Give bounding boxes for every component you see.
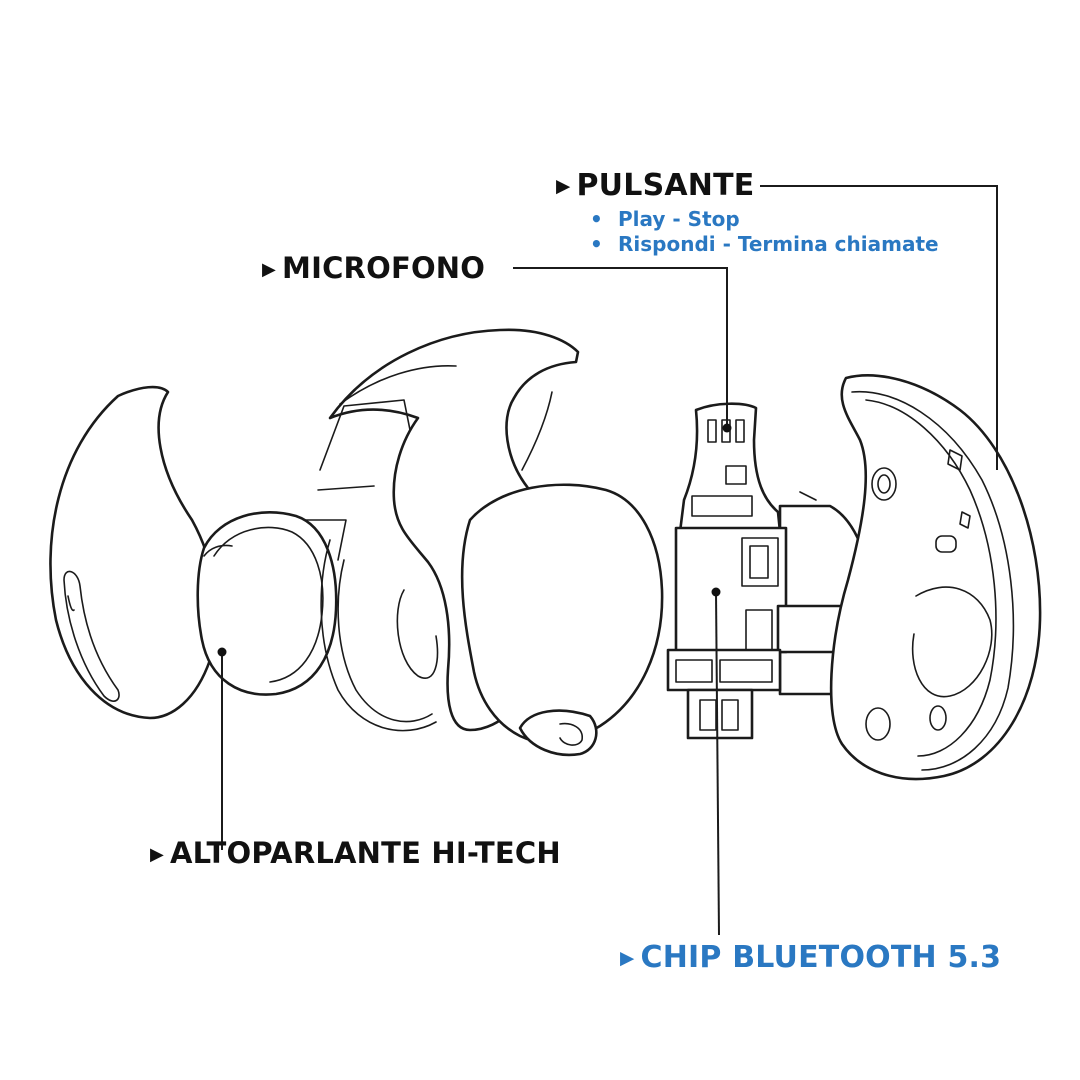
- label-pulsante-text: PULSANTE: [576, 168, 755, 203]
- leader-lines: [217, 185, 998, 936]
- label-altoparlante-text: ALTOPARLANTE HI-TECH: [170, 836, 561, 870]
- label-chip-bluetooth: ▶CHIP BLUETOOTH 5.3: [620, 940, 1001, 975]
- leader-chip-dot: [711, 587, 721, 597]
- label-microfono: ▶MICROFONO: [262, 251, 485, 285]
- label-altoparlante: ▶ALTOPARLANTE HI-TECH: [150, 836, 561, 870]
- label-chip-text: CHIP BLUETOOTH 5.3: [640, 940, 1002, 975]
- triangle-right-icon: ▶: [556, 175, 571, 197]
- triangle-right-icon: ▶: [262, 258, 277, 280]
- leader-microfono-dot: [722, 423, 732, 433]
- button-shell-part: [829, 374, 1042, 781]
- pulsante-feature-calls: Rispondi - Termina chiamate: [618, 232, 939, 256]
- list-item: Play - Stop: [590, 207, 939, 232]
- label-pulsante: ▶PULSANTE: [556, 168, 754, 203]
- triangle-right-icon: ▶: [620, 947, 635, 969]
- triangle-right-icon: ▶: [150, 843, 165, 865]
- earhook-shell-part: [305, 328, 664, 757]
- leader-pulsante: [760, 185, 998, 470]
- speaker-driver-part: [196, 511, 338, 696]
- list-item: Rispondi - Termina chiamate: [590, 232, 939, 257]
- pulsante-feature-list: Play - Stop Rispondi - Termina chiamate: [590, 207, 939, 257]
- label-microfono-text: MICROFONO: [282, 251, 486, 285]
- ear-tip-part: [49, 385, 218, 720]
- leader-chip: [715, 591, 720, 936]
- leader-microfono: [513, 267, 728, 428]
- leader-altoparlante-dot: [217, 647, 227, 657]
- pulsante-feature-play-stop: Play - Stop: [618, 207, 740, 231]
